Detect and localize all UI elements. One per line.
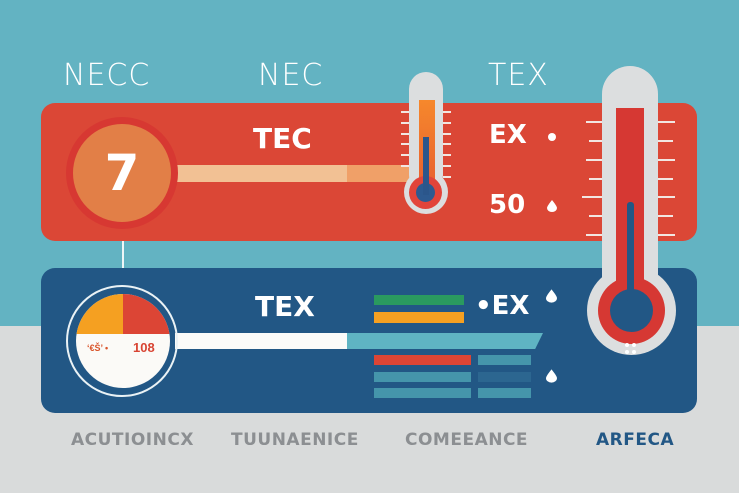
top-label-2: NEC: [258, 58, 324, 93]
top-label-3: TEX: [488, 58, 549, 93]
red-panel-title: TEC: [253, 122, 312, 155]
nav-label-4-active[interactable]: ARFECA: [596, 430, 675, 450]
large-thermometer-icon: [587, 66, 687, 396]
small-thermometer-icon: [404, 72, 448, 222]
nav-label-2[interactable]: TUUNAENICE: [231, 430, 359, 450]
table-bar: [374, 388, 471, 398]
red-progress-end: [347, 165, 411, 182]
gauge-ring: [66, 285, 178, 397]
red-row1-label: EX: [489, 120, 527, 150]
red-progress-track: [175, 165, 349, 182]
table-bar: [478, 355, 531, 365]
table-bar: [374, 372, 471, 382]
blue-panel-title: TEX: [255, 290, 315, 323]
table-bar-red: [374, 355, 471, 365]
gauge-chart[interactable]: ‘€Š’ • 108: [76, 294, 170, 388]
nav-label-1[interactable]: ACUTIOINCX: [71, 430, 194, 450]
bar-green: [374, 295, 464, 305]
badge-value: 7: [104, 144, 140, 202]
droplet-icon-top: [546, 289, 557, 303]
gauge-value: 108: [133, 340, 155, 355]
table-bar: [478, 388, 531, 398]
droplet-icon: [547, 200, 557, 212]
top-label-1: NECC: [63, 58, 151, 93]
table-bar: [478, 372, 531, 382]
blue-progress-track: [175, 333, 349, 349]
red-row2-value: 50: [489, 190, 526, 220]
gauge-left-text: ‘€Š’ •: [87, 343, 109, 353]
dot-icon: [548, 133, 556, 141]
badge-circle[interactable]: 7: [73, 124, 171, 222]
blue-ex-label: •EX: [475, 291, 530, 321]
droplet-icon-bottom: [546, 369, 557, 383]
nav-label-3[interactable]: COMEEANCE: [405, 430, 529, 450]
bar-orange: [374, 312, 464, 323]
blue-progress-end: [347, 333, 543, 349]
